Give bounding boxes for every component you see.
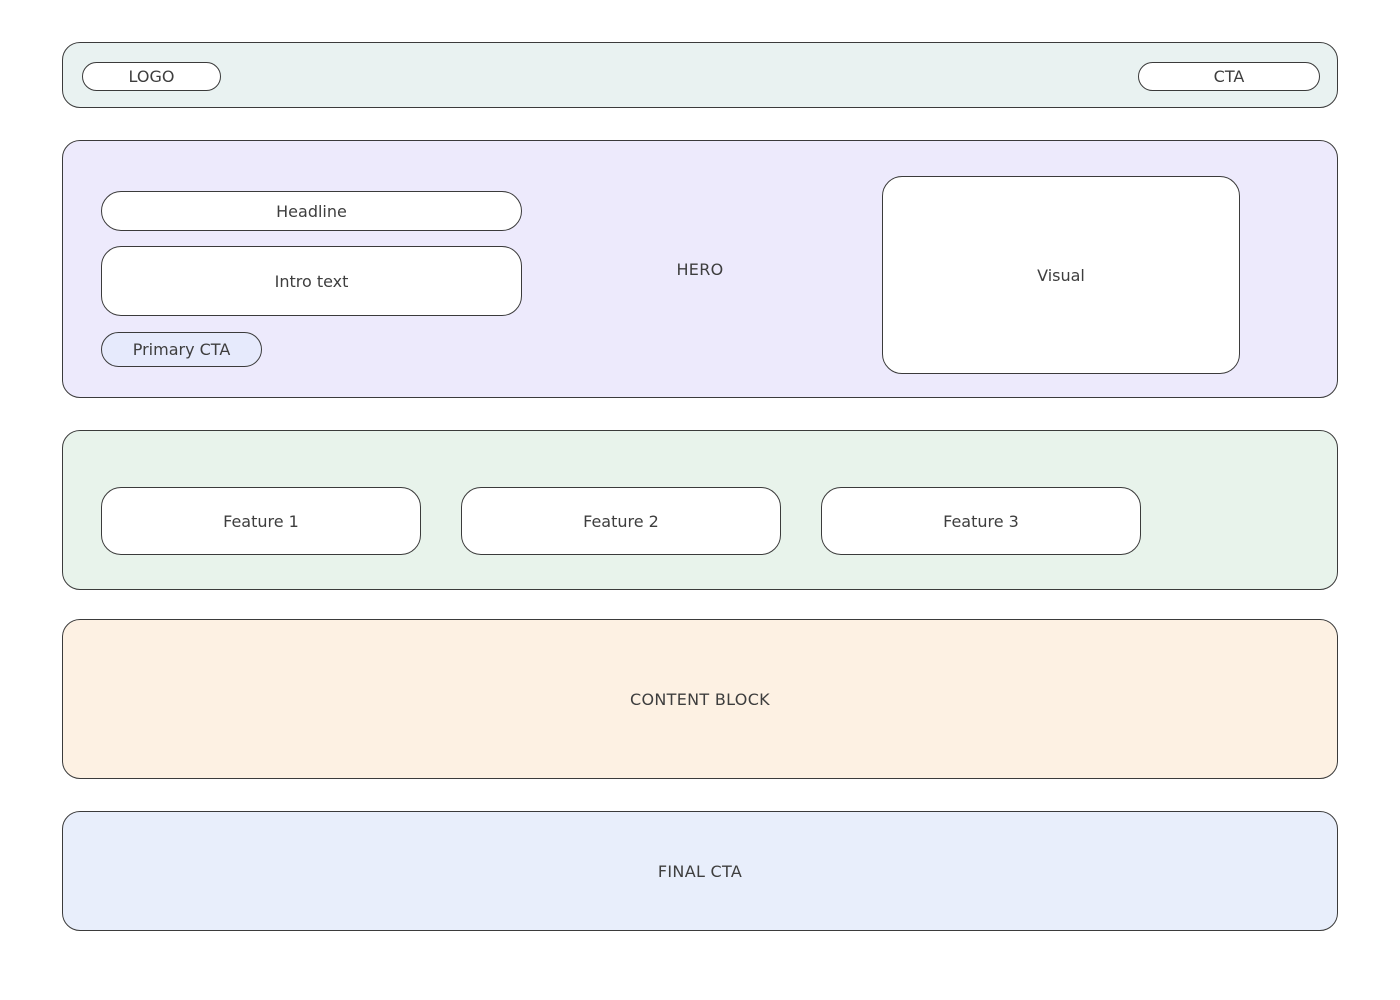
intro-text-placeholder: Intro text (101, 246, 522, 316)
features-section: Feature 1 Feature 2 Feature 3 (62, 430, 1338, 590)
final-cta-label: FINAL CTA (657, 861, 743, 881)
headline-placeholder: Headline (101, 191, 522, 231)
top-nav-bar: LOGO CTA (62, 42, 1338, 108)
content-block-label: CONTENT BLOCK (630, 689, 770, 709)
hero-visual-placeholder: Visual (882, 176, 1240, 374)
feature-card-3: Feature 3 (821, 487, 1141, 555)
content-block-section: CONTENT BLOCK (62, 619, 1338, 779)
nav-cta-button[interactable]: CTA (1138, 62, 1320, 91)
primary-cta-button[interactable]: Primary CTA (101, 332, 262, 367)
feature-card-2: Feature 2 (461, 487, 781, 555)
feature-card-1: Feature 1 (101, 487, 421, 555)
hero-section: Headline Intro text Primary CTA HERO Vis… (62, 140, 1338, 398)
logo-placeholder[interactable]: LOGO (82, 62, 221, 91)
hero-section-label: HERO (676, 259, 724, 279)
final-cta-section[interactable]: FINAL CTA (62, 811, 1338, 931)
